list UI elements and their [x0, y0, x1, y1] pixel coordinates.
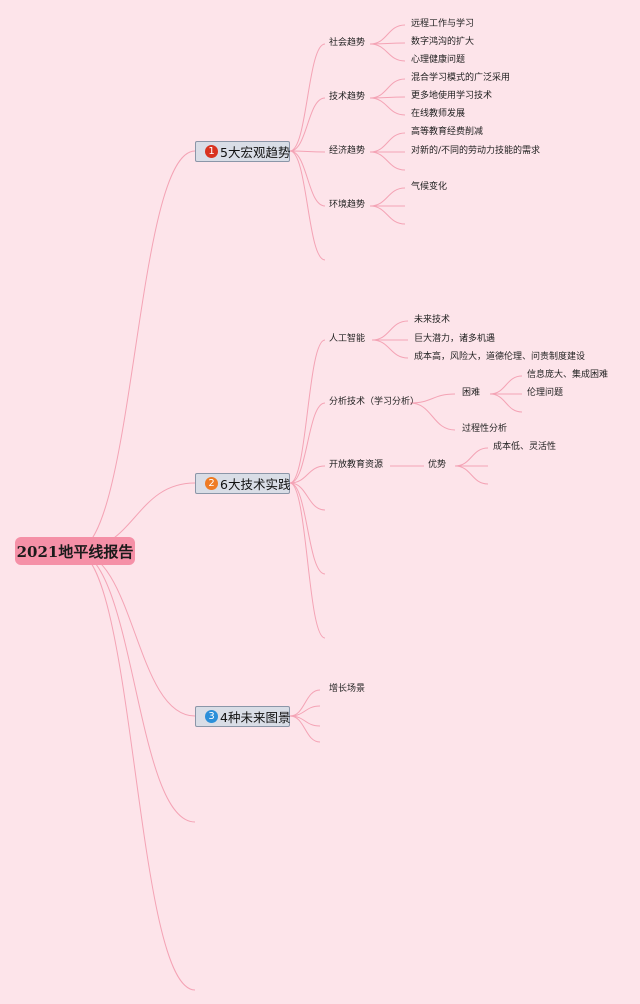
leaf-digital-divide[interactable]: 数字鸿沟的扩大: [411, 37, 475, 47]
branch-connector: [289, 689, 321, 717]
branch-connector: [289, 705, 321, 717]
branch-connector: [289, 97, 326, 152]
topic-environment-trends[interactable]: 环境趋势: [329, 200, 366, 210]
leaf-mental-health[interactable]: 心理健康问题: [411, 55, 466, 65]
leaf-climate-change[interactable]: 气候变化: [411, 182, 448, 192]
connector-lines: [74, 24, 523, 991]
topic-analytics[interactable]: 分析技术（学习分析）: [329, 397, 420, 407]
topic-connector: [369, 97, 406, 116]
branch-connector: [289, 715, 321, 727]
topic-connector: [489, 393, 523, 413]
branch-connector: [289, 43, 326, 152]
branch-label: 6大技术实践: [220, 477, 291, 492]
topic-connector: [369, 187, 406, 207]
branch-connector: [289, 482, 326, 639]
topic-connector: [454, 447, 489, 467]
topic-oer[interactable]: 开放教育资源: [329, 460, 384, 470]
branch-label: 4种未来图景: [220, 710, 291, 725]
topic-economic-trends[interactable]: 经济趋势: [329, 146, 366, 156]
topic-connector: [409, 393, 456, 404]
topic-connector: [369, 205, 406, 225]
leaf-funding-cuts[interactable]: 高等教育经费削减: [411, 127, 484, 137]
topic-connector: [369, 132, 406, 153]
topic-connector: [454, 465, 489, 485]
leaf-remote-work[interactable]: 远程工作与学习: [411, 19, 475, 29]
branch-connector: [289, 715, 321, 743]
branch-connector: [289, 150, 326, 261]
leaf-low-cost[interactable]: 成本低、灵活性: [493, 442, 557, 452]
number-badge-icon: 1: [205, 145, 218, 158]
leaf-cost-risk[interactable]: 成本高，风险大，道德伦理、问责制度建设: [414, 352, 586, 362]
topic-connector: [369, 43, 406, 62]
topic-connector: [369, 78, 406, 99]
topic-tech-trends[interactable]: 技术趋势: [329, 92, 366, 102]
leaf-future-tech[interactable]: 未来技术: [414, 315, 451, 325]
root-node[interactable]: 2021地平线报告: [15, 537, 135, 565]
topic-connector: [369, 24, 406, 45]
root-connector: [74, 550, 196, 717]
topic-connector: [371, 320, 409, 341]
branch-node-macro-trends[interactable]: 1 5大宏观趋势: [195, 141, 290, 162]
branch-label: 5大宏观趋势: [220, 145, 291, 160]
topic-connector: [369, 151, 406, 171]
branch-connector: [289, 482, 326, 575]
root-label: 2021地平线报告: [16, 542, 134, 561]
subtopic-advantage[interactable]: 优势: [428, 460, 447, 470]
leaf-learning-tech[interactable]: 更多地使用学习技术: [411, 91, 493, 101]
branch-connector: [289, 465, 326, 484]
branch-connector: [289, 402, 326, 484]
number-badge-icon: 2: [205, 477, 218, 490]
branch-connector: [289, 150, 326, 153]
root-connector: [74, 550, 196, 991]
leaf-ethics[interactable]: 伦理问题: [527, 388, 564, 398]
number-badge-icon: 3: [205, 710, 218, 723]
subtopic-difficulty[interactable]: 困难: [462, 388, 481, 398]
subtopic-process-analysis[interactable]: 过程性分析: [462, 424, 508, 434]
topic-ai[interactable]: 人工智能: [329, 334, 366, 344]
topic-connector: [409, 402, 456, 431]
topic-social-trends[interactable]: 社会趋势: [329, 38, 366, 48]
branch-connector: [289, 150, 326, 207]
leaf-workforce-skills[interactable]: 对新的/不同的劳动力技能的需求: [411, 146, 541, 156]
branch-node-future-scenarios[interactable]: 3 4种未来图景: [195, 706, 290, 727]
topic-connector: [371, 339, 409, 359]
leaf-info-integration[interactable]: 信息庞大、集成困难: [527, 370, 609, 380]
branch-connector: [289, 339, 326, 484]
leaf-hybrid-learning[interactable]: 混合学习模式的广泛采用: [411, 73, 511, 83]
topic-connector: [489, 375, 523, 395]
branch-node-tech-practices[interactable]: 2 6大技术实践: [195, 473, 290, 494]
leaf-online-teacher[interactable]: 在线教师发展: [411, 109, 466, 119]
leaf-potential[interactable]: 巨大潜力，诸多机遇: [414, 334, 496, 344]
branch-connector: [289, 482, 326, 511]
root-connector: [74, 150, 196, 552]
root-connector: [74, 550, 196, 823]
topic-growth-scenario[interactable]: 增长场景: [329, 684, 366, 694]
